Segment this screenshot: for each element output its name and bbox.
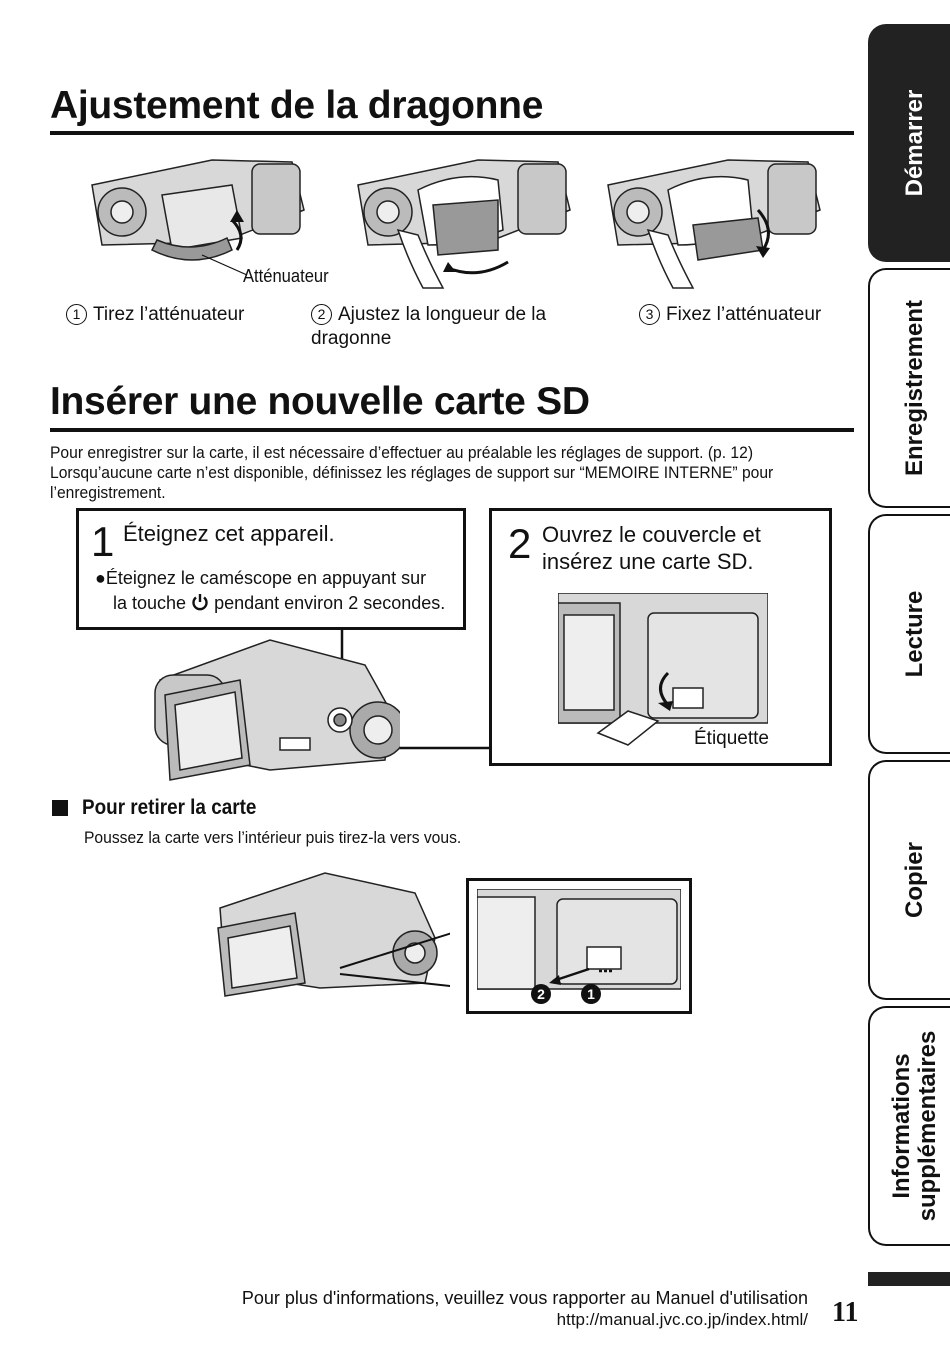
step-1-body: ●Éteignez le caméscope en appuyant sur l…: [95, 568, 446, 613]
remove-card-title: Pour retirer la carte: [82, 796, 257, 819]
power-icon: [192, 594, 208, 611]
remove-card-box: 2 1: [466, 878, 692, 1014]
camcorder-remove-illustration: [217, 872, 450, 997]
sd-insert-illustration: [558, 593, 768, 746]
marker-1: 1: [581, 984, 601, 1004]
step-1-number: 1: [91, 518, 115, 565]
tab-lecture[interactable]: Lecture: [868, 514, 950, 754]
callout-attenuateur: Atténuateur: [243, 266, 329, 286]
tab-end-bar: [868, 1272, 950, 1286]
tab-enregistrement[interactable]: Enregistrement: [868, 268, 950, 508]
step-number-circle: 3: [639, 304, 660, 325]
step-number-circle: 2: [311, 304, 332, 325]
section-title-sd: Insérer une nouvelle carte SD: [50, 380, 590, 423]
step-number-circle: 1: [66, 304, 87, 325]
camcorder-power-illustration: [154, 639, 400, 781]
section-rule: [50, 428, 854, 432]
step-1-box: 1 Éteignez cet appareil. ●Éteignez le ca…: [76, 508, 466, 630]
strap-illustration-1: [91, 159, 305, 276]
square-bullet-icon: [52, 800, 68, 816]
section-rule: [50, 131, 854, 135]
step-2-box: 2 Ouvrez le couvercle et insérez une car…: [489, 508, 832, 766]
footer-url[interactable]: http://manual.jvc.co.jp/index.html/: [556, 1310, 808, 1329]
page-number: 11: [832, 1297, 859, 1328]
step-1-title: Éteignez cet appareil.: [123, 521, 335, 546]
sd-remove-illustration: [477, 889, 681, 990]
step-2-title: Ouvrez le couvercle et insérez une carte…: [542, 522, 761, 574]
remove-card-body: Poussez la carte vers l’intérieur puis t…: [84, 828, 462, 847]
intro-text: Pour enregistrer sur la carte, il est né…: [50, 443, 774, 502]
tab-demarrer[interactable]: Démarrer: [868, 24, 950, 262]
strap-illustration-2: [357, 159, 571, 289]
tab-copier[interactable]: Copier: [868, 760, 950, 1000]
marker-2: 2: [531, 984, 551, 1004]
bullet-icon: ●: [95, 568, 106, 588]
tab-informations[interactable]: Informations supplémentaires: [868, 1006, 950, 1246]
callout-etiquette: Étiquette: [694, 728, 769, 749]
footer-text: Pour plus d'informations, veuillez vous …: [241, 1288, 808, 1308]
step-2-number: 2: [508, 520, 532, 567]
section-title-strap: Ajustement de la dragonne: [50, 84, 544, 127]
strap-illustration-3: [607, 159, 821, 289]
